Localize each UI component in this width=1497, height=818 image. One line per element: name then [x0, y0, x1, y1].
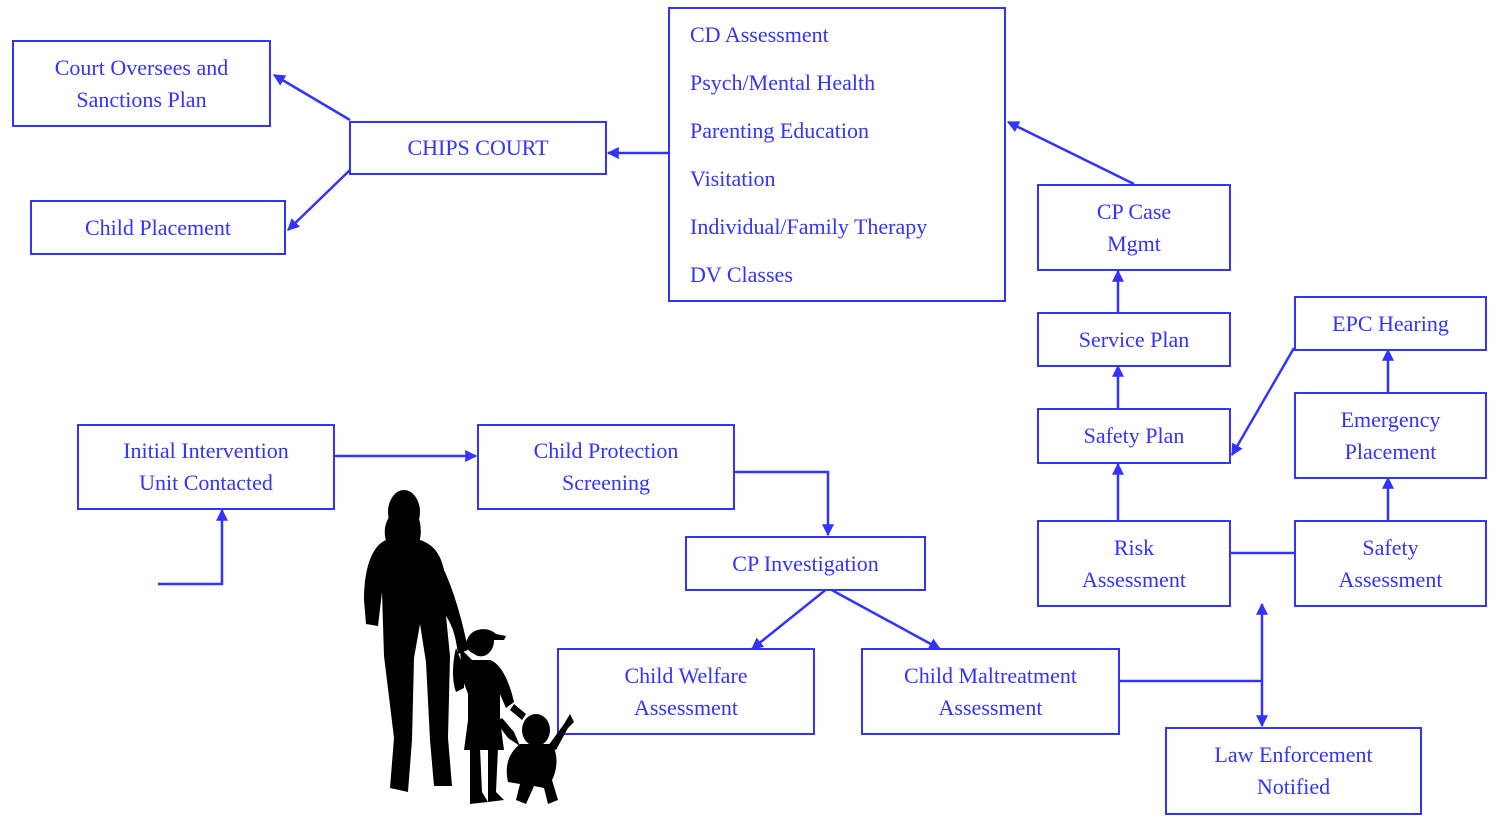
child-protection-screening-label-2: Screening — [562, 470, 650, 495]
child-welfare-label-1: Child Welfare — [624, 662, 748, 688]
services-label-3: Parenting Education — [690, 118, 870, 143]
edge-chips-to-court-oversees — [272, 73, 351, 122]
child-placement-label-1: Child Placement — [84, 214, 232, 240]
service-plan-label-1: Service Plan — [1078, 326, 1190, 352]
cp-case-mgmt-label-1: CP Case — [1096, 198, 1172, 224]
child-protection-screening-label-1: Child Protection — [533, 438, 679, 463]
services-label-2: Psych/Mental Health — [690, 70, 876, 95]
services-label-6: DV Classes — [690, 262, 793, 287]
epc-hearing-node: EPC Hearing — [1294, 296, 1487, 351]
safety-plan-node: Safety Plan — [1037, 408, 1231, 464]
child-welfare-label-2: Assessment — [634, 694, 738, 720]
edge-chips-to-child-placement — [287, 169, 351, 231]
safety-plan-label-1: Safety Plan — [1083, 423, 1185, 448]
initial-intervention-label-2: Unit Contacted — [139, 470, 273, 495]
emergency-placement-label-2: Placement — [1344, 438, 1437, 464]
epc-hearing-label-1: EPC Hearing — [1332, 310, 1449, 336]
court-oversees-label-2: Sanctions Plan — [76, 86, 207, 112]
risk-assessment-label-1: Risk — [1113, 534, 1155, 560]
silhouette-group — [364, 490, 574, 804]
child-maltreatment-label-2: Assessment — [938, 694, 1043, 720]
services-label-1: CD Assessment — [690, 22, 829, 47]
court-oversees-label-1: Court Oversees and — [54, 54, 229, 80]
chips-court-node: CHIPS COURT — [349, 121, 607, 175]
emergency-placement-label-1: Emergency — [1340, 406, 1441, 432]
edge-investigation-to-welfare — [751, 587, 829, 650]
services-label-4: Visitation — [690, 166, 776, 191]
services-label-5: Individual/Family Therapy — [690, 214, 928, 239]
safety-assessment-label-2: Assessment — [1338, 566, 1443, 592]
cp-investigation-label-1: CP Investigation — [732, 550, 879, 576]
cp-investigation-node: CP Investigation — [685, 536, 926, 591]
initial-intervention-label-1: Initial Intervention — [123, 438, 289, 463]
safety-assessment-label-1: Safety — [1362, 534, 1419, 560]
edge-investigation-to-maltreatment — [827, 586, 942, 651]
risk-assessment-label-2: Assessment — [1082, 566, 1186, 592]
edge-case-mgmt-to-services — [1006, 120, 1135, 186]
edge-screening-to-investigation — [735, 470, 834, 537]
family-silhouette-icon — [364, 490, 574, 804]
cp-case-mgmt-label-2: Mgmt — [1107, 230, 1161, 256]
chips-court-label-1: CHIPS COURT — [407, 135, 549, 160]
child-maltreatment-label-1: Child Maltreatment — [904, 662, 1077, 688]
child-placement-node: Child Placement — [30, 200, 286, 255]
service-plan-node: Service Plan — [1037, 312, 1231, 367]
law-enforcement-label-2: Notified — [1256, 774, 1331, 799]
law-enforcement-label-1: Law Enforcement — [1214, 742, 1373, 767]
edge-epc-to-safety-plan — [1230, 347, 1296, 457]
edge-start-to-initial — [158, 508, 228, 586]
